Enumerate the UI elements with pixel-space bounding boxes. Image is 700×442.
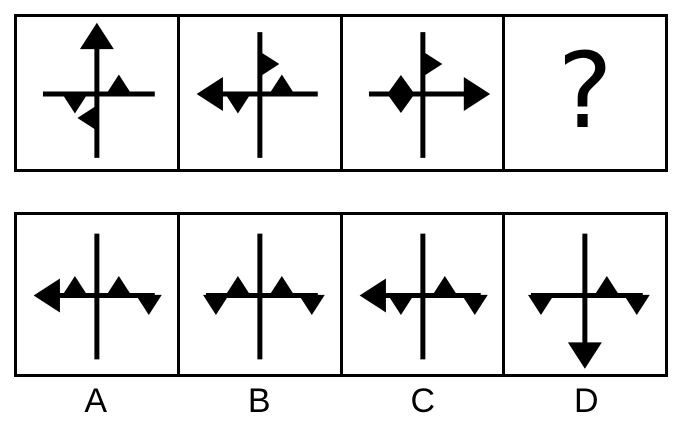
triangle-left-4: [77, 104, 98, 131]
option-label-c: C: [410, 382, 436, 420]
arrowhead-left-1: [196, 77, 223, 111]
option-label-b: B: [247, 382, 271, 420]
question-panel-1[interactable]: [17, 17, 180, 169]
question-panel-missing[interactable]: ?: [505, 17, 665, 169]
option-panel-b[interactable]: [180, 215, 343, 374]
triangle-down-3: [624, 294, 651, 315]
triangle-down-1: [202, 294, 229, 315]
triangle-right-3: [421, 51, 442, 78]
triangle-down-2: [61, 93, 88, 114]
question-mark-glyph: ?: [557, 30, 613, 152]
triangle-up-2: [594, 276, 621, 297]
triangle-down-1: [528, 294, 555, 315]
arrowhead-left-1: [33, 278, 60, 313]
triangle-down-4: [298, 294, 325, 315]
triangle-up-2: [61, 276, 88, 297]
triangle-up-2: [224, 276, 251, 297]
answer-options-row: [14, 212, 668, 377]
triangle-down-4: [461, 294, 488, 315]
figure: [359, 233, 488, 360]
triangle-down-2: [224, 93, 251, 114]
option-label-a: A: [84, 382, 108, 420]
triangle-up-3: [105, 74, 132, 95]
figure: [202, 233, 325, 360]
question-panel-2[interactable]: [180, 17, 343, 169]
triangle-up-3: [431, 276, 458, 297]
arrowhead-right-2: [463, 77, 490, 111]
triangle-down-2: [387, 294, 414, 315]
triangle-up-3: [268, 74, 295, 95]
triangle-down-4: [135, 294, 162, 315]
figure: [33, 233, 162, 360]
arrowhead-left-1: [359, 278, 386, 313]
figure: [368, 32, 490, 158]
triangle-right-4: [258, 51, 280, 78]
question-panel-3[interactable]: [343, 17, 506, 169]
option-panel-c[interactable]: [343, 215, 506, 374]
arrowhead-up-1: [79, 22, 114, 50]
option-label-d: D: [573, 382, 599, 420]
triangle-up-3: [268, 276, 295, 297]
triangle-up-3: [105, 276, 132, 297]
option-labels-row: A B C D: [14, 382, 668, 434]
question-sequence-row: ?: [14, 14, 668, 172]
figure: [528, 233, 651, 369]
diamond-none-1: [386, 75, 415, 113]
figure: [196, 32, 318, 158]
option-panel-a[interactable]: [17, 215, 180, 374]
figure: [42, 22, 155, 158]
option-panel-d[interactable]: [505, 215, 665, 374]
arrowhead-down-4: [568, 342, 603, 369]
